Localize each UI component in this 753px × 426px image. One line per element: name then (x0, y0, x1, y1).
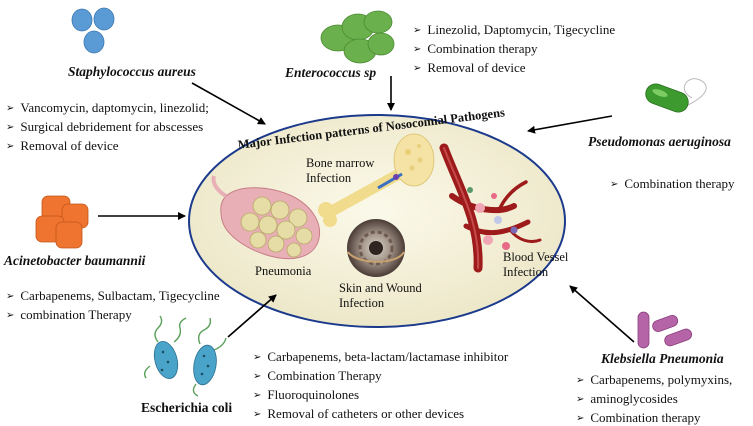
kleb-treatment-1: Carbapenems, polymyxins, (576, 371, 732, 390)
ecoli-treatment-4: Removal of catheters or other devices (253, 405, 508, 424)
site-bone-line2: Infection (306, 171, 352, 185)
pseudo-treatments: Combination therapy (610, 175, 734, 194)
staph-treatment-1: Vancomycin, daptomycin, linezolid; (6, 99, 208, 118)
staph-treatment-2: Surgical debridement for abscesses (6, 118, 209, 137)
arrow-kleb (569, 285, 635, 343)
acinetobacter-icon (35, 195, 89, 249)
lung-illustration (211, 175, 320, 260)
arrow-pseudo (527, 115, 613, 134)
site-pneumonia: Pneumonia (255, 264, 312, 278)
site-skin: Skin and Wound Infection (339, 281, 422, 311)
site-bone-line1: Bone marrow (306, 156, 375, 170)
bone-illustration (318, 133, 435, 227)
ecoli-icon (143, 315, 227, 397)
staphylococcus-icon (71, 7, 115, 54)
site-blood: Blood Vessel Infection (503, 250, 568, 280)
staph-treatment-3: Removal of device (6, 137, 209, 156)
pseudo-name: Pseudomonas aeruginosa (588, 134, 731, 149)
acineto-treatments: Carbapenems, Sulbactam, Tigecycline comb… (6, 287, 220, 325)
ecoli-treatments: Carbapenems, beta-lactam/lactamase inhib… (253, 348, 508, 424)
site-skin-line1: Skin and Wound (339, 281, 422, 295)
pseudomonas-icon (645, 78, 707, 113)
arrow-ecoli (227, 294, 277, 338)
ecoli-name: Escherichia coli (141, 400, 233, 415)
klebsiella-icon (637, 311, 693, 349)
staph-name: Staphylococcus aureus (68, 64, 196, 79)
entero-treatment-1: Linezolid, Daptomycin, Tigecycline (413, 21, 615, 40)
kleb-treatments: Carbapenems, polymyxins, aminoglycosides… (576, 371, 732, 426)
site-skin-line2: Infection (339, 296, 385, 310)
ecoli-treatment-1: Carbapenems, beta-lactam/lactamase inhib… (253, 348, 508, 367)
skin-wound-illustration (347, 219, 405, 277)
entero-treatment-2: Combination therapy (413, 40, 615, 59)
arrow-staph (191, 82, 266, 125)
entero-treatments: Linezolid, Daptomycin, Tigecycline Combi… (413, 21, 615, 78)
kleb-treatment-3: Combination therapy (576, 409, 732, 426)
pseudo-treatment-1: Combination therapy (610, 175, 734, 194)
ecoli-treatment-2: Combination Therapy (253, 367, 508, 386)
acineto-treatment-2: combination Therapy (6, 306, 220, 325)
acineto-name: Acinetobacter baumannii (4, 253, 146, 268)
enterococcus-icon (320, 10, 395, 64)
kleb-name: Klebsiella Pneumonia (601, 351, 724, 366)
staph-treatments: Vancomycin, daptomycin, linezolid; Surgi… (6, 99, 209, 156)
site-blood-line1: Blood Vessel (503, 250, 569, 264)
site-blood-line2: Infection (503, 265, 549, 279)
ecoli-treatment-3: Fluoroquinolones (253, 386, 508, 405)
kleb-treatment-2: aminoglycosides (576, 390, 732, 409)
entero-name: Enterococcus sp (285, 65, 377, 80)
acineto-treatment-1: Carbapenems, Sulbactam, Tigecycline (6, 287, 219, 306)
entero-treatment-3: Removal of device (413, 59, 615, 78)
site-bone: Bone marrow Infection (306, 156, 374, 186)
blood-vessel-illustration (439, 143, 542, 273)
